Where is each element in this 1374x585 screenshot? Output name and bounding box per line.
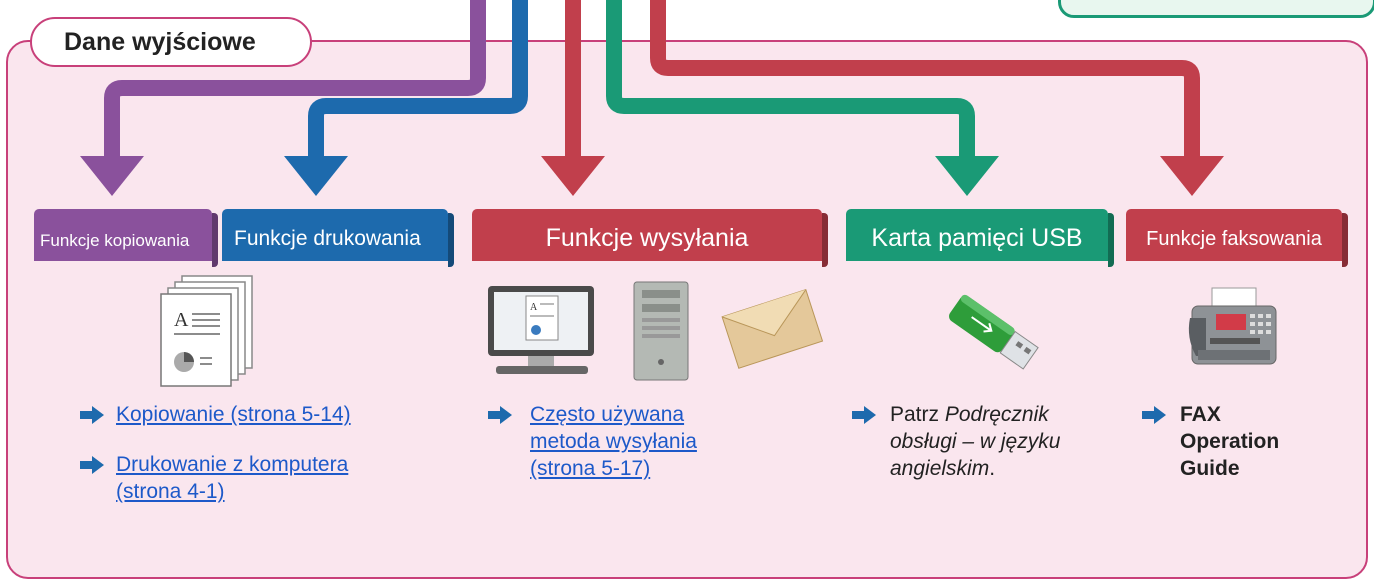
ref-arrow-icon	[852, 406, 876, 424]
link-print-line-2[interactable]: (strona 4-1)	[116, 480, 225, 503]
ref-arrow-icon	[80, 406, 104, 424]
purple-arrowhead	[80, 156, 144, 196]
red-arrowhead-fax	[1160, 156, 1224, 196]
fax-machine-icon	[1188, 287, 1277, 365]
section-title: Dane wyjściowe	[30, 17, 312, 67]
svg-text:A: A	[174, 309, 189, 331]
red-arrowhead-send	[541, 156, 605, 196]
usb-note-title-2: obsługi – w języku	[890, 430, 1061, 453]
ref-arrow-icon	[488, 406, 512, 424]
link-send-line-3[interactable]: (strona 5-17)	[530, 457, 651, 480]
usb-note-title-3: angielskim	[890, 457, 990, 480]
ref-arrow-icon	[1142, 406, 1166, 424]
computer-monitor-icon: A	[488, 286, 594, 374]
label-fax-functions: Funkcje faksowania	[1126, 209, 1342, 261]
label-send-functions: Funkcje wysyłania	[472, 209, 822, 261]
link-send-line-1[interactable]: Często używana	[530, 403, 685, 426]
usb-reference-note: Patrz Podręcznik obsługi – w języku angi…	[890, 401, 1060, 482]
blue-arrowhead	[284, 156, 348, 196]
label-usb-memory: Karta pamięci USB	[846, 209, 1108, 261]
label-copy-functions: Funkcje kopiowania	[34, 209, 212, 261]
link-print-line-1[interactable]: Drukowanie z komputera	[116, 453, 349, 476]
svg-text:A: A	[530, 302, 538, 313]
blue-flow-line	[308, 0, 528, 160]
server-tower-icon	[633, 281, 689, 381]
purple-flow-line	[104, 0, 486, 160]
red-flow-line-fax	[650, 0, 1200, 160]
link-print-from-computer[interactable]: Drukowanie z komputera (strona 4-1)	[116, 451, 348, 505]
usb-note-prefix: Patrz	[890, 403, 945, 426]
fax-guide-line-1: FAX	[1180, 403, 1221, 426]
usb-note-title-1: Podręcznik	[944, 403, 1049, 426]
green-arrowhead	[935, 156, 999, 196]
link-copying[interactable]: Kopiowanie (strona 5-14)	[116, 403, 351, 426]
envelope-icon	[721, 289, 824, 369]
fax-guide-line-2: Operation	[1180, 430, 1280, 453]
fax-guide-line-3: Guide	[1180, 457, 1240, 480]
label-print-functions: Funkcje drukowania	[222, 209, 448, 261]
ref-arrow-icon	[80, 456, 104, 474]
link-common-send-method[interactable]: Często używana metoda wysyłania (strona …	[530, 401, 697, 482]
stacked-documents-icon: A	[160, 275, 253, 387]
usb-note-suffix: .	[989, 457, 996, 480]
link-send-line-2[interactable]: metoda wysyłania	[530, 430, 697, 453]
fax-reference-note: FAX Operation Guide	[1180, 401, 1279, 482]
usb-flash-drive-icon	[949, 294, 1039, 370]
green-flow-line	[606, 0, 975, 160]
